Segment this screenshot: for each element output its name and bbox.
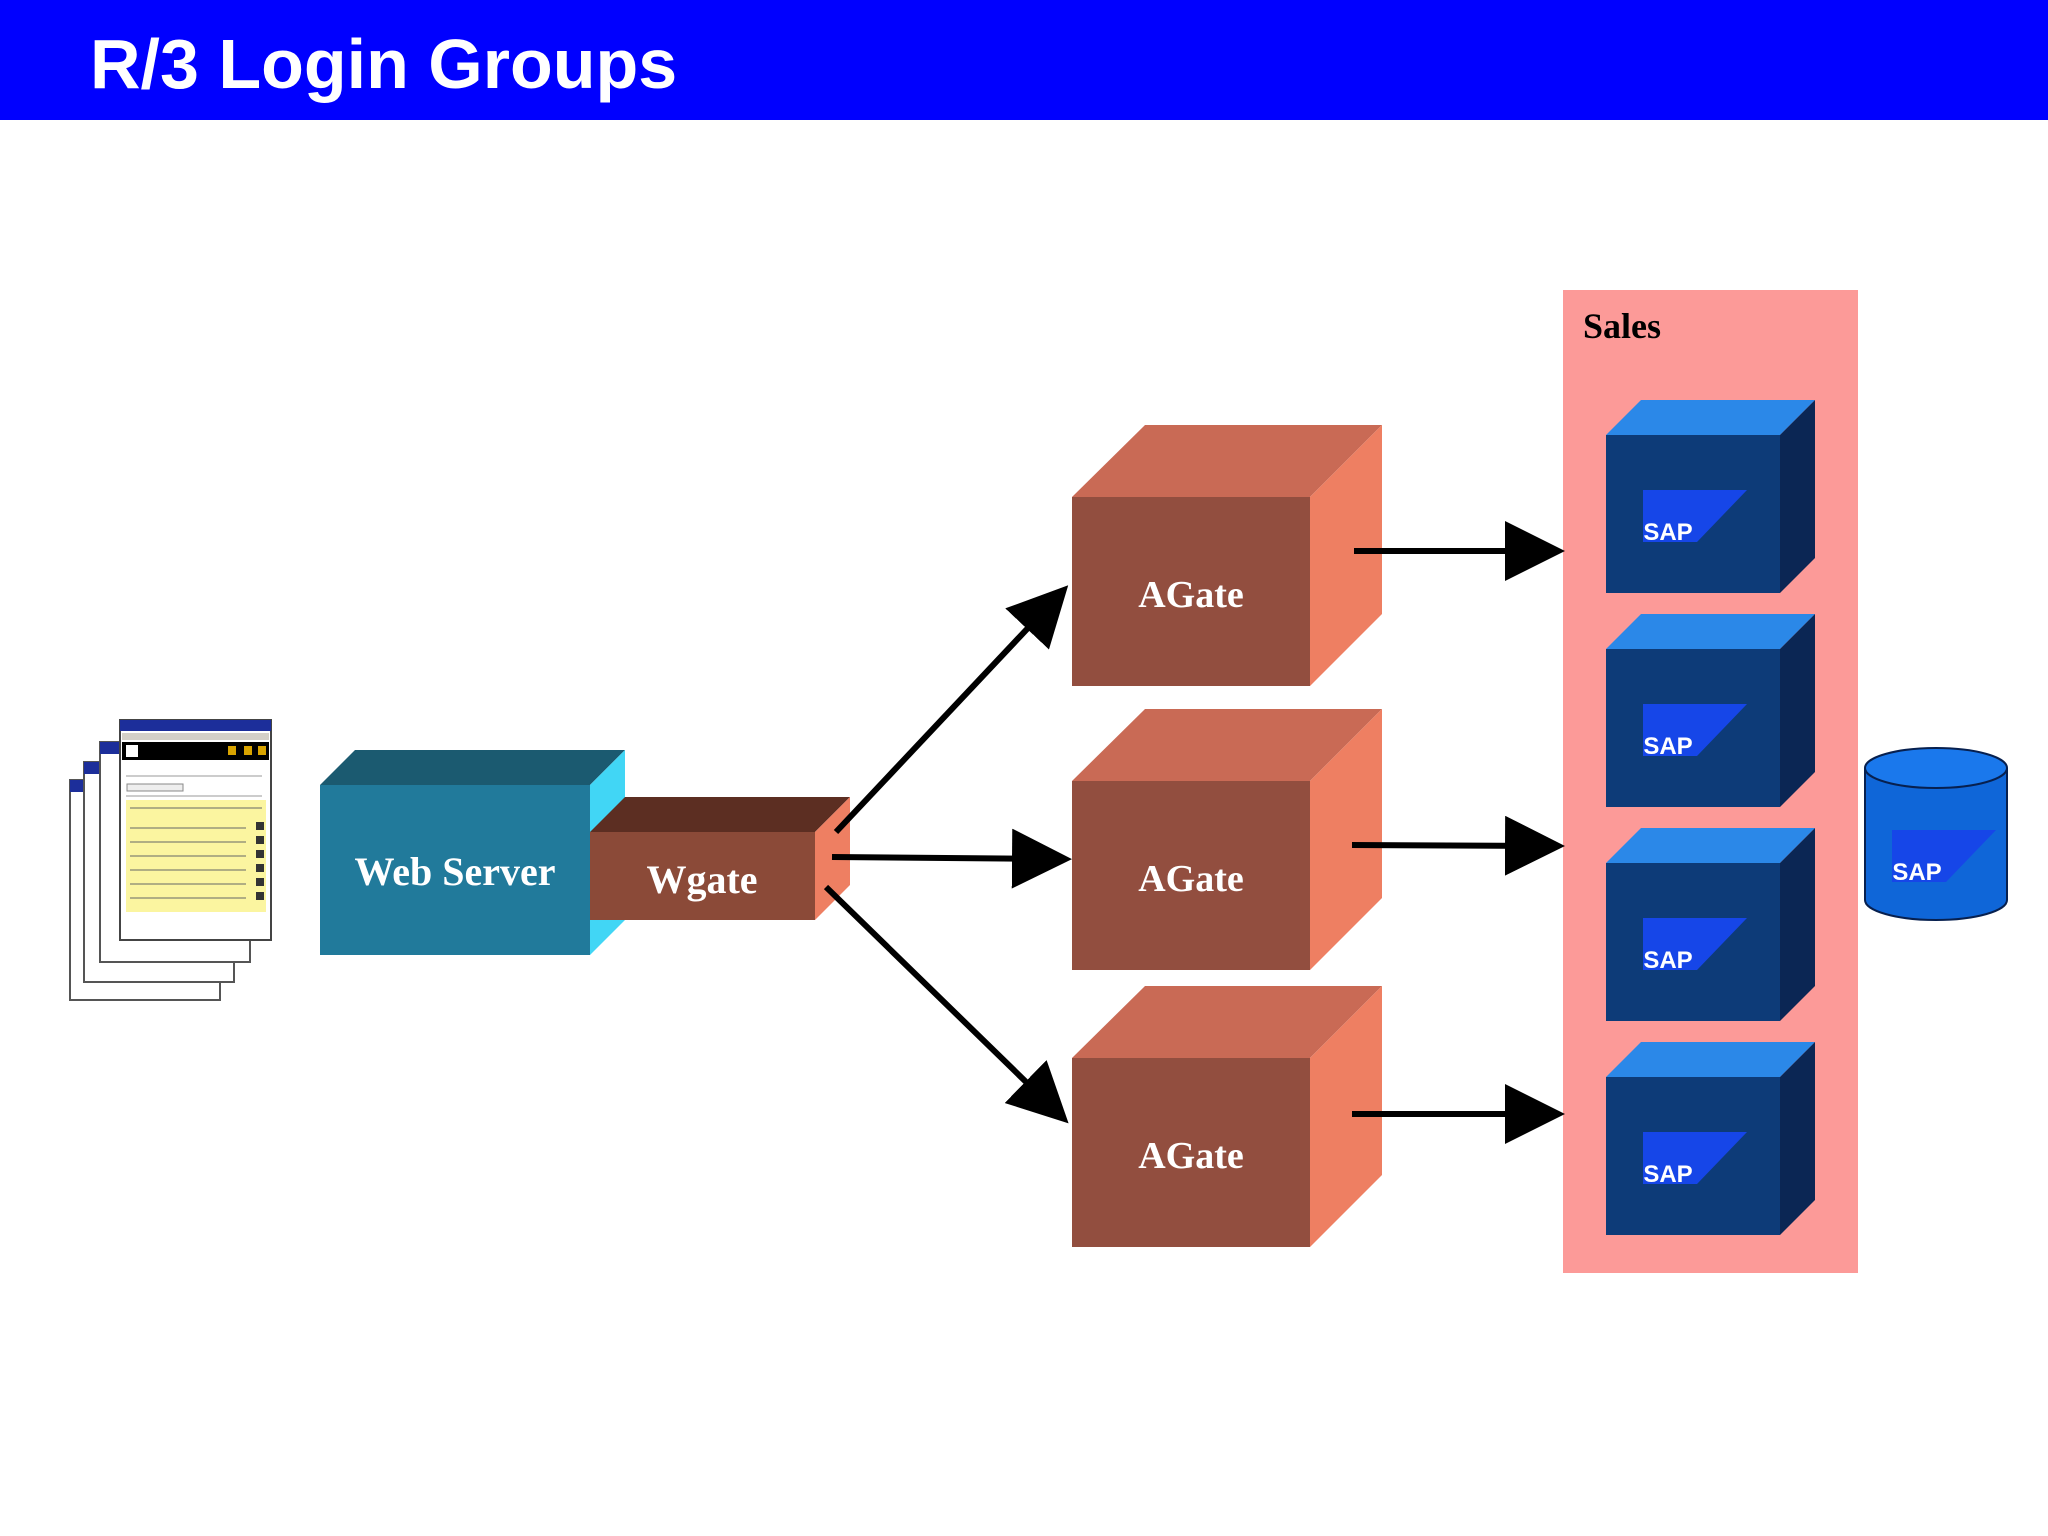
sap-app-server-2: SAP [1606, 614, 1815, 807]
arrow-wgate-to-agate-3 [823, 884, 1069, 1124]
sap-logo-icon: SAP [1643, 1132, 1747, 1188]
web-server-label: Web Server [354, 849, 555, 894]
wgate-box: Wgate [590, 797, 850, 920]
sap-logo-icon: SAP [1643, 704, 1747, 760]
sap-app-server-1: SAP [1606, 400, 1815, 593]
svg-text:SAP: SAP [1643, 947, 1692, 974]
agate-label-1: AGate [1138, 574, 1244, 616]
title-bar: R/3 Login Groups [0, 0, 2048, 120]
arrow-agate-2-to-sales [1351, 815, 1565, 876]
wgate-label: Wgate [646, 857, 757, 902]
browser-window-front [119, 719, 272, 941]
slide-title: R/3 Login Groups [90, 25, 678, 103]
sap-logo-icon: SAP [1643, 918, 1747, 974]
sales-group-label: Sales [1583, 306, 1661, 346]
web-server-box: Web Server [320, 750, 625, 955]
agate-label-3: AGate [1138, 1135, 1244, 1177]
svg-text:SAP: SAP [1643, 519, 1692, 546]
svg-text:SAP: SAP [1643, 1161, 1692, 1188]
sap-app-server-3: SAP [1606, 828, 1815, 1021]
sap-app-server-4: SAP [1606, 1042, 1815, 1235]
agate-label-2: AGate [1138, 858, 1244, 900]
sap-logo-icon: SAP [1643, 490, 1747, 546]
agate-box-3: AGate [1072, 986, 1382, 1247]
arrow-wgate-to-agate-1 [833, 585, 1069, 835]
sap-database-icon: SAP [1864, 747, 2008, 921]
database-sap-logo: SAP [1892, 859, 1941, 886]
agate-box-2: AGate [1072, 709, 1382, 970]
connection-arrows [823, 521, 1565, 1144]
agate-box-1: AGate [1072, 425, 1382, 686]
browser-windows-stack-icon [69, 719, 272, 1001]
arrow-wgate-to-agate-2 [831, 828, 1072, 889]
svg-text:SAP: SAP [1643, 733, 1692, 760]
